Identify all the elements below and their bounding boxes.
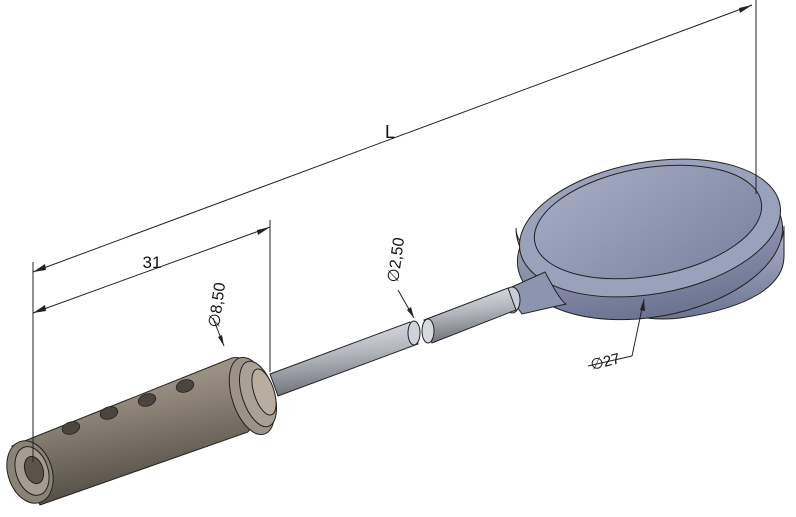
rod-left	[269, 320, 421, 397]
dimension-grip-length: 31	[32, 220, 271, 372]
disc-pad	[515, 158, 785, 321]
rod-right	[421, 287, 517, 344]
dimension-disc-diameter: ∅27	[587, 298, 645, 374]
dimension-grip-diameter: ∅8,50	[206, 281, 229, 347]
dimension-overall-length: L	[32, 0, 757, 462]
dimension-grip-diameter-label: ∅8,50	[206, 281, 229, 328]
dimension-31-label: 31	[143, 253, 162, 272]
dimension-rod-diameter-label: ∅2,50	[385, 236, 408, 283]
dimension-L-label: L	[385, 122, 395, 142]
dimension-rod-diameter: ∅2,50	[385, 236, 415, 319]
dimension-disc-diameter-label: ∅27	[589, 350, 622, 374]
grip-handle	[6, 356, 277, 506]
